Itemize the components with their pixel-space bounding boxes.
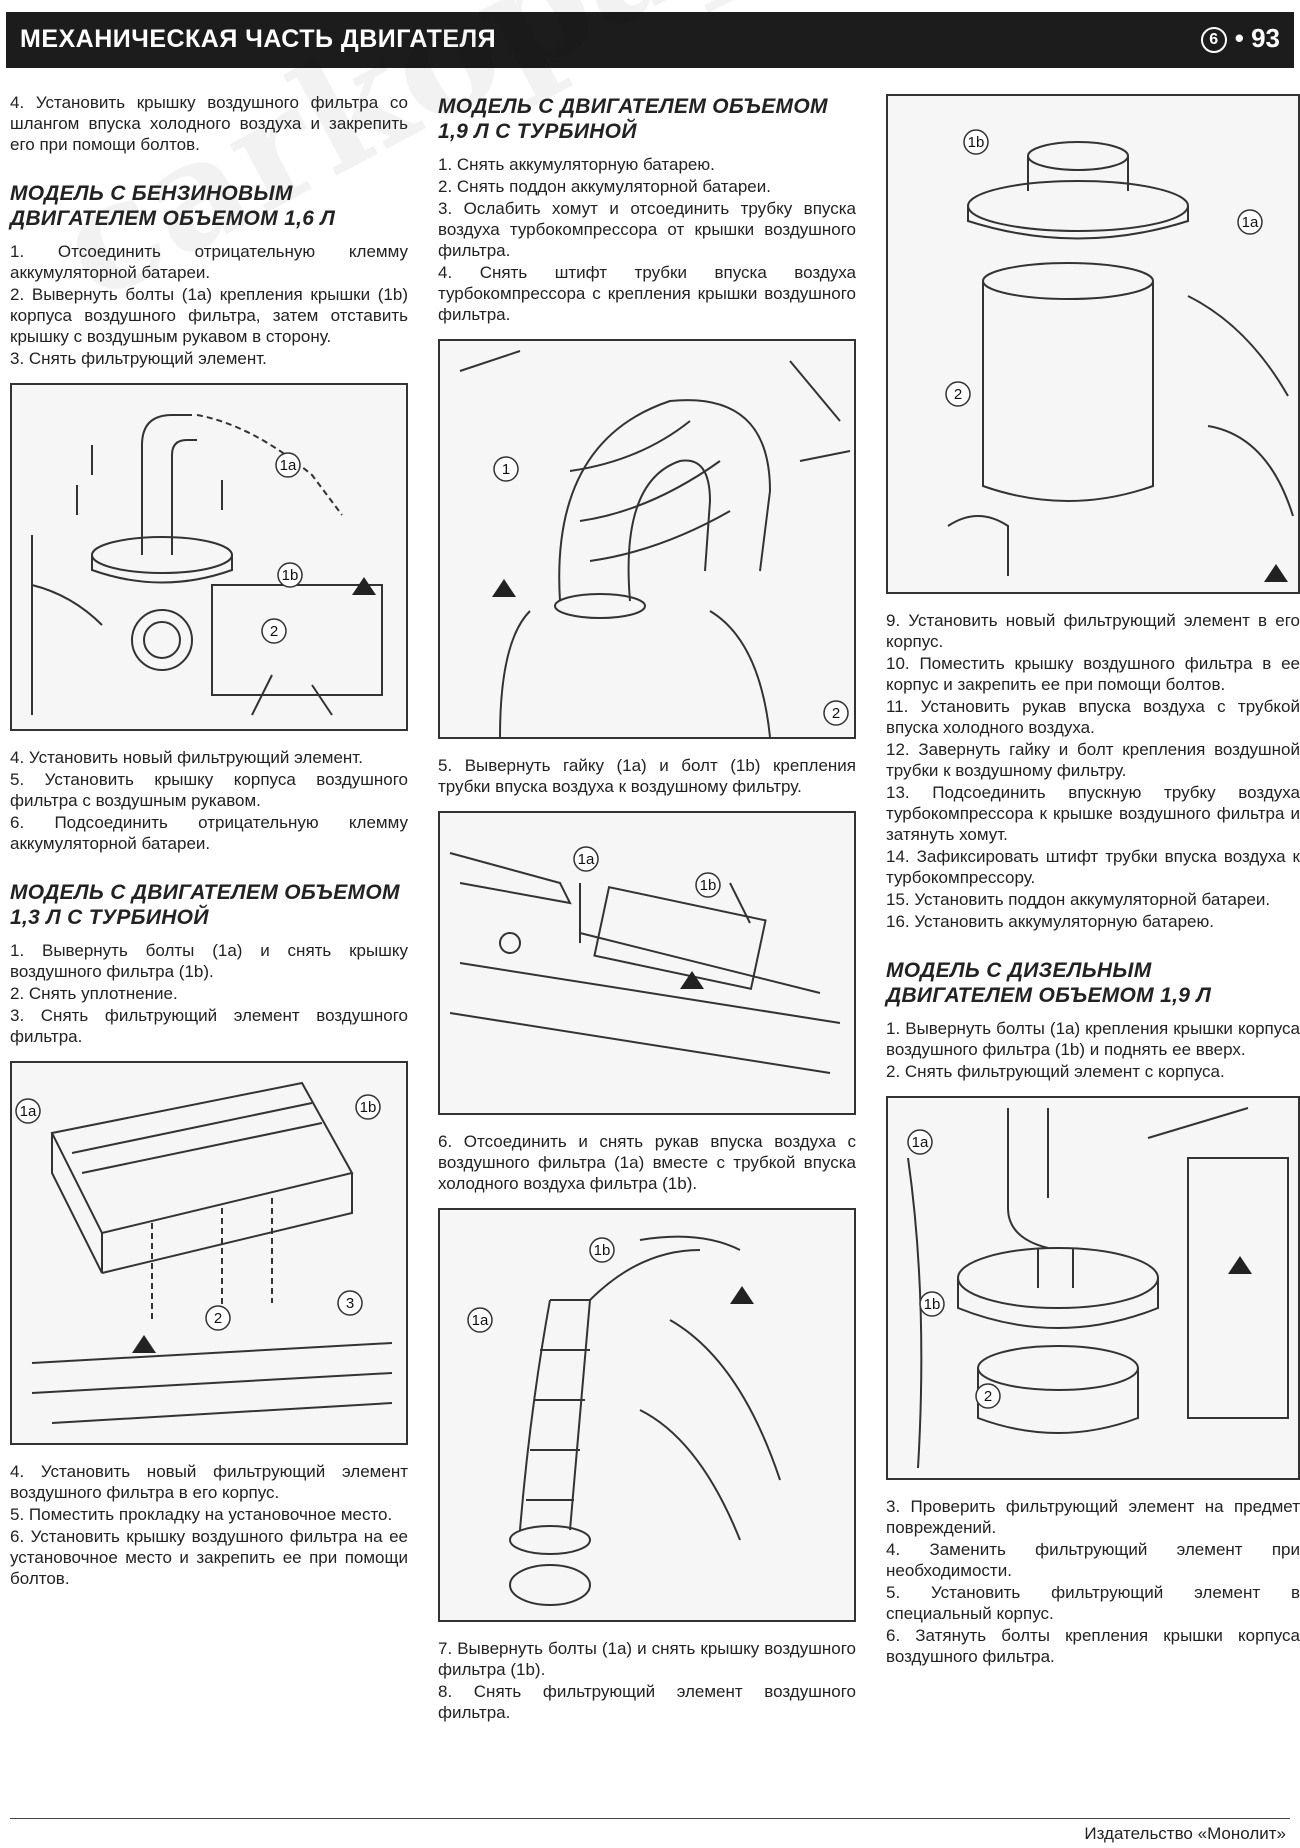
list-item: 8. Снять фильтрующий элемент воздушного … <box>438 1682 856 1722</box>
figure-petrol-1-6: 1a 1b 2 <box>10 383 408 731</box>
figure-diesel-1-9: 1a 1b 2 <box>886 1096 1300 1480</box>
heading-turbo-1-9: МОДЕЛЬ С ДВИГАТЕЛЕМ ОБЪЕМОМ 1,9 Л С ТУРБ… <box>438 95 828 143</box>
intro-step: 4. Установить крышку воздушного фильтра … <box>10 93 408 154</box>
list-item: 9. Установить новый фильтрующий элемент … <box>886 611 1300 651</box>
heading-petrol-1-6: МОДЕЛЬ С БЕНЗИНОВЫМ ДВИГАТЕЛЕМ ОБЪЕМОМ 1… <box>10 182 336 230</box>
callout-label: 1b <box>968 134 985 151</box>
list-item: 4. Установить новый фильтрующий элемент. <box>10 748 363 767</box>
list-item: 1. Вывернуть болты (1a) и снять крышку в… <box>10 941 408 981</box>
list-item: 6. Установить крышку воздушного фильтра … <box>10 1527 408 1588</box>
list-item: 4. Установить новый фильтрующий элемент … <box>10 1462 408 1502</box>
callout-label: 1b <box>282 567 299 584</box>
list-item: 6. Отсоединить и снять рукав впуска возд… <box>438 1132 856 1193</box>
callout-label: 1a <box>912 1134 929 1151</box>
list-item: 12. Завернуть гайку и болт крепления воз… <box>886 740 1300 780</box>
front-arrow-icon <box>680 971 704 989</box>
callout-label: 1b <box>700 877 717 894</box>
heading-turbo-1-3: МОДЕЛЬ С ДВИГАТЕЛЕМ ОБЪЕМОМ 1,3 Л С ТУРБ… <box>10 881 400 929</box>
callout-label: 1a <box>578 851 595 868</box>
page-number-block: 6• 93 <box>1200 23 1280 54</box>
callout-label: 2 <box>214 1310 222 1327</box>
list-item: 11. Установить рукав впуска воздуха с тр… <box>886 697 1300 737</box>
list-item: 13. Подсоединить впускную трубку воздуха… <box>886 783 1300 844</box>
callout-label: 2 <box>832 705 840 722</box>
list-item: 7. Вывернуть болты (1a) и снять крышку в… <box>438 1639 856 1679</box>
front-arrow-icon <box>352 577 376 595</box>
list-item: 10. Поместить крышку воздушного фильтра … <box>886 654 1300 694</box>
list-item: 5. Установить крышку корпуса воздушного … <box>10 770 408 810</box>
figure-turbo-1-9-hose: 1 2 <box>438 339 856 739</box>
section-title: МЕХАНИЧЕСКАЯ ЧАСТЬ ДВИГАТЕЛЯ <box>20 25 497 53</box>
list-item: 2. Вывернуть болты (1a) крепления крышки… <box>10 285 408 346</box>
footer-divider <box>10 1818 1290 1819</box>
list-item: 4. Снять штифт трубки впуска воздуха тур… <box>438 263 856 324</box>
list-item: 1. Отсоединить отрицательную клемму акку… <box>10 242 408 282</box>
figure-filter-element: 1b 1a 2 <box>886 94 1300 594</box>
front-arrow-icon <box>132 1335 156 1353</box>
list-item: 4. Заменить фильтрующий элемент при необ… <box>886 1540 1300 1580</box>
column-3: 1b 1a 2 9. Установить новый фильтрующий … <box>886 92 1300 1668</box>
chapter-number: 6 <box>1200 27 1227 53</box>
diagram-illustration: 1b 1a <box>467 1235 781 1606</box>
callout-label: 1a <box>1242 214 1259 231</box>
list-item: 16. Установить аккумуляторную батарею. <box>886 912 1214 931</box>
callout-label: 1a <box>20 1103 37 1120</box>
list-item: 2. Снять поддон аккумуляторной батареи. <box>438 177 771 196</box>
callout-label: 1b <box>360 1099 377 1116</box>
column-2: МОДЕЛЬ С ДВИГАТЕЛЕМ ОБЪЕМОМ 1,9 Л С ТУРБ… <box>438 92 856 1724</box>
list-item: 3. Ослабить хомут и отсоединить трубку в… <box>438 199 856 260</box>
diagram-illustration: 1a 1b 2 <box>31 414 383 716</box>
front-arrow-icon <box>730 1286 754 1304</box>
callout-label: 1 <box>502 461 510 478</box>
callout-label: 2 <box>954 386 962 403</box>
list-item: 1. Снять аккумуляторную батарею. <box>438 155 715 174</box>
diagram-illustration: 1a 1b 2 3 <box>15 1081 393 1424</box>
diagram-illustration: 1a 1b 2 <box>907 1107 1289 1469</box>
callout-label: 2 <box>984 1388 992 1405</box>
page-header: МЕХАНИЧЕСКАЯ ЧАСТЬ ДВИГАТЕЛЯ 6• 93 <box>6 12 1294 68</box>
page-number: 93 <box>1251 23 1280 53</box>
list-item: 3. Снять фильтрующий элемент. <box>10 349 267 368</box>
list-item: 5. Установить фильтрующий элемент в спец… <box>886 1583 1300 1623</box>
column-1: 4. Установить крышку воздушного фильтра … <box>10 92 408 1590</box>
front-arrow-icon <box>1228 1256 1252 1274</box>
diagram-illustration: 1b 1a 2 <box>945 129 1294 582</box>
callout-label: 3 <box>346 1295 354 1312</box>
list-item: 3. Снять фильтрующий элемент воздушного … <box>10 1006 408 1046</box>
list-item: 5. Поместить прокладку на установочное м… <box>10 1505 393 1524</box>
list-item: 3. Проверить фильтрующий элемент на пред… <box>886 1497 1300 1537</box>
figure-turbo-1-3: 1a 1b 2 3 <box>10 1061 408 1445</box>
callout-label: 1a <box>280 457 297 474</box>
callout-label: 1a <box>472 1312 489 1329</box>
front-arrow-icon <box>1264 564 1288 582</box>
list-item: 2. Снять уплотнение. <box>10 984 178 1003</box>
diagram-illustration: 1a 1b <box>449 846 841 1074</box>
callout-label: 2 <box>270 623 278 640</box>
publisher-footer: Издательство «Монолит» <box>1084 1824 1286 1843</box>
list-item: 1. Вывернуть болты (1a) крепления крышки… <box>886 1019 1300 1059</box>
figure-turbo-1-9-bolts: 1a 1b <box>438 811 856 1115</box>
heading-diesel-1-9: МОДЕЛЬ С ДИЗЕЛЬНЫМ ДВИГАТЕЛЕМ ОБЪЕМОМ 1,… <box>886 959 1212 1007</box>
diagram-illustration: 1 2 <box>459 350 851 737</box>
callout-label: 1b <box>924 1296 941 1313</box>
list-item: 5. Вывернуть гайку (1a) и болт (1b) креп… <box>438 756 856 796</box>
list-item: 2. Снять фильтрующий элемент с корпуса. <box>886 1062 1225 1081</box>
callout-label: 1b <box>594 1242 611 1259</box>
figure-turbo-1-9-hose-removal: 1b 1a <box>438 1208 856 1622</box>
list-item: 14. Зафиксировать штифт трубки впуска во… <box>886 847 1300 887</box>
front-arrow-icon <box>492 579 516 597</box>
list-item: 6. Подсоединить отрицательную клемму акк… <box>10 813 408 853</box>
list-item: 6. Затянуть болты крепления крышки корпу… <box>886 1626 1300 1666</box>
list-item: 15. Установить поддон аккумуляторной бат… <box>886 890 1271 909</box>
